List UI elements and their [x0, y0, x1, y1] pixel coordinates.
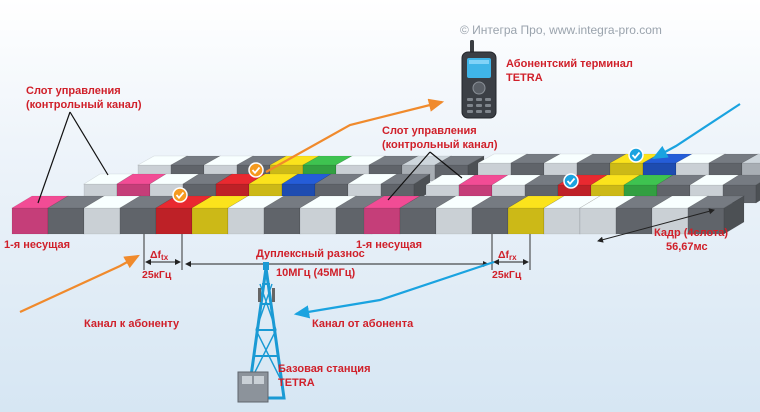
- duplex-value: 10МГц (45МГц): [276, 267, 356, 279]
- frame-slot-block: [191, 207, 229, 235]
- check-icon: [172, 187, 188, 203]
- frame-label: Кадр (4слота): [654, 227, 728, 239]
- frame-slot-block: [507, 207, 545, 235]
- base-station-tower-icon: [237, 262, 286, 403]
- base-station-subtitle: TETRA: [278, 377, 315, 389]
- frame-slot-block: [723, 195, 745, 235]
- frame-slot-block: [579, 207, 617, 235]
- carrier-label-left: 1-я несущая: [4, 239, 70, 251]
- slot-label-right: Слот управления: [382, 125, 477, 137]
- check-icon: [563, 173, 579, 189]
- terminal-title: Абонентский терминал: [506, 58, 633, 70]
- frame-slot-block: [471, 207, 509, 235]
- frame-slot-block: [435, 207, 473, 235]
- channel-to-subscriber: Канал к абоненту: [84, 318, 180, 330]
- slot-label-left: Слот управления: [26, 85, 121, 97]
- carrier-label-right: 1-я несущая: [356, 239, 422, 251]
- frame-slot-block: [755, 182, 760, 204]
- delta-f-tx: Δftx: [150, 249, 169, 262]
- frame-slot-block: [740, 153, 760, 164]
- uplink-arrow-to-bs: [293, 260, 495, 319]
- downlink-arrow-to-carrier: [19, 254, 140, 313]
- frame-slot-block: [227, 207, 265, 235]
- frame-slot-block: [47, 207, 85, 235]
- check-icon: [628, 147, 644, 163]
- frame-slot-block: [399, 207, 437, 235]
- frame-slot-block: [11, 207, 49, 235]
- base-station-label: Базовая станция: [278, 363, 371, 375]
- frame-slot-block: [263, 207, 301, 235]
- downlink-arrow: [265, 98, 445, 173]
- check-icon: [248, 162, 264, 178]
- frame-slot-block: [299, 207, 337, 235]
- duplex-label: Дуплексный разнос: [256, 248, 365, 260]
- frame-slot-block: [155, 207, 193, 235]
- khz-right: 25кГц: [492, 269, 522, 281]
- copyright: © Интегра Про, www.integra-pro.com: [460, 23, 662, 37]
- terminal-subtitle: TETRA: [506, 72, 543, 84]
- frame-slot-block: [119, 207, 157, 235]
- khz-left: 25кГц: [142, 269, 172, 281]
- slot-label-right-sub: (контрольный канал): [382, 139, 498, 151]
- channel-from-subscriber: Канал от абонента: [312, 318, 414, 330]
- frame-value: 56,67мс: [666, 241, 708, 253]
- tetra-handset-icon: [461, 40, 497, 119]
- frame-slot-block: [615, 207, 653, 235]
- uplink-arrow: [652, 103, 741, 160]
- frame-slot-block: [721, 174, 760, 186]
- frame-slot-block: [543, 207, 581, 235]
- frame-slot-block: [363, 207, 401, 235]
- frame-slot-block: [83, 207, 121, 235]
- delta-f-rx: Δfrx: [498, 249, 517, 262]
- slot-label-left-sub: (контрольный канал): [26, 99, 142, 111]
